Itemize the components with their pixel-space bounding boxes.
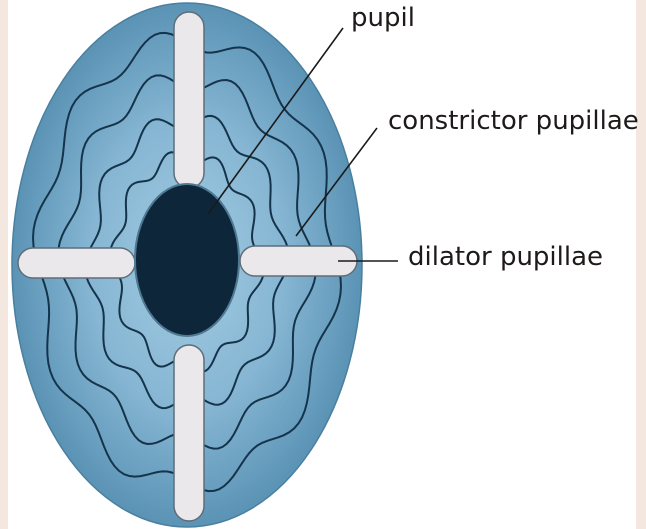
dilator-bar-top xyxy=(174,12,204,188)
label-pupil: pupil xyxy=(351,3,415,33)
label-dilator-pupillae: dilator pupillae xyxy=(408,242,603,272)
dilator-bar-left xyxy=(18,248,135,278)
dilator-bar-bottom xyxy=(174,345,204,521)
label-constrictor-pupillae: constrictor pupillae xyxy=(388,106,639,136)
pupil xyxy=(135,184,239,336)
